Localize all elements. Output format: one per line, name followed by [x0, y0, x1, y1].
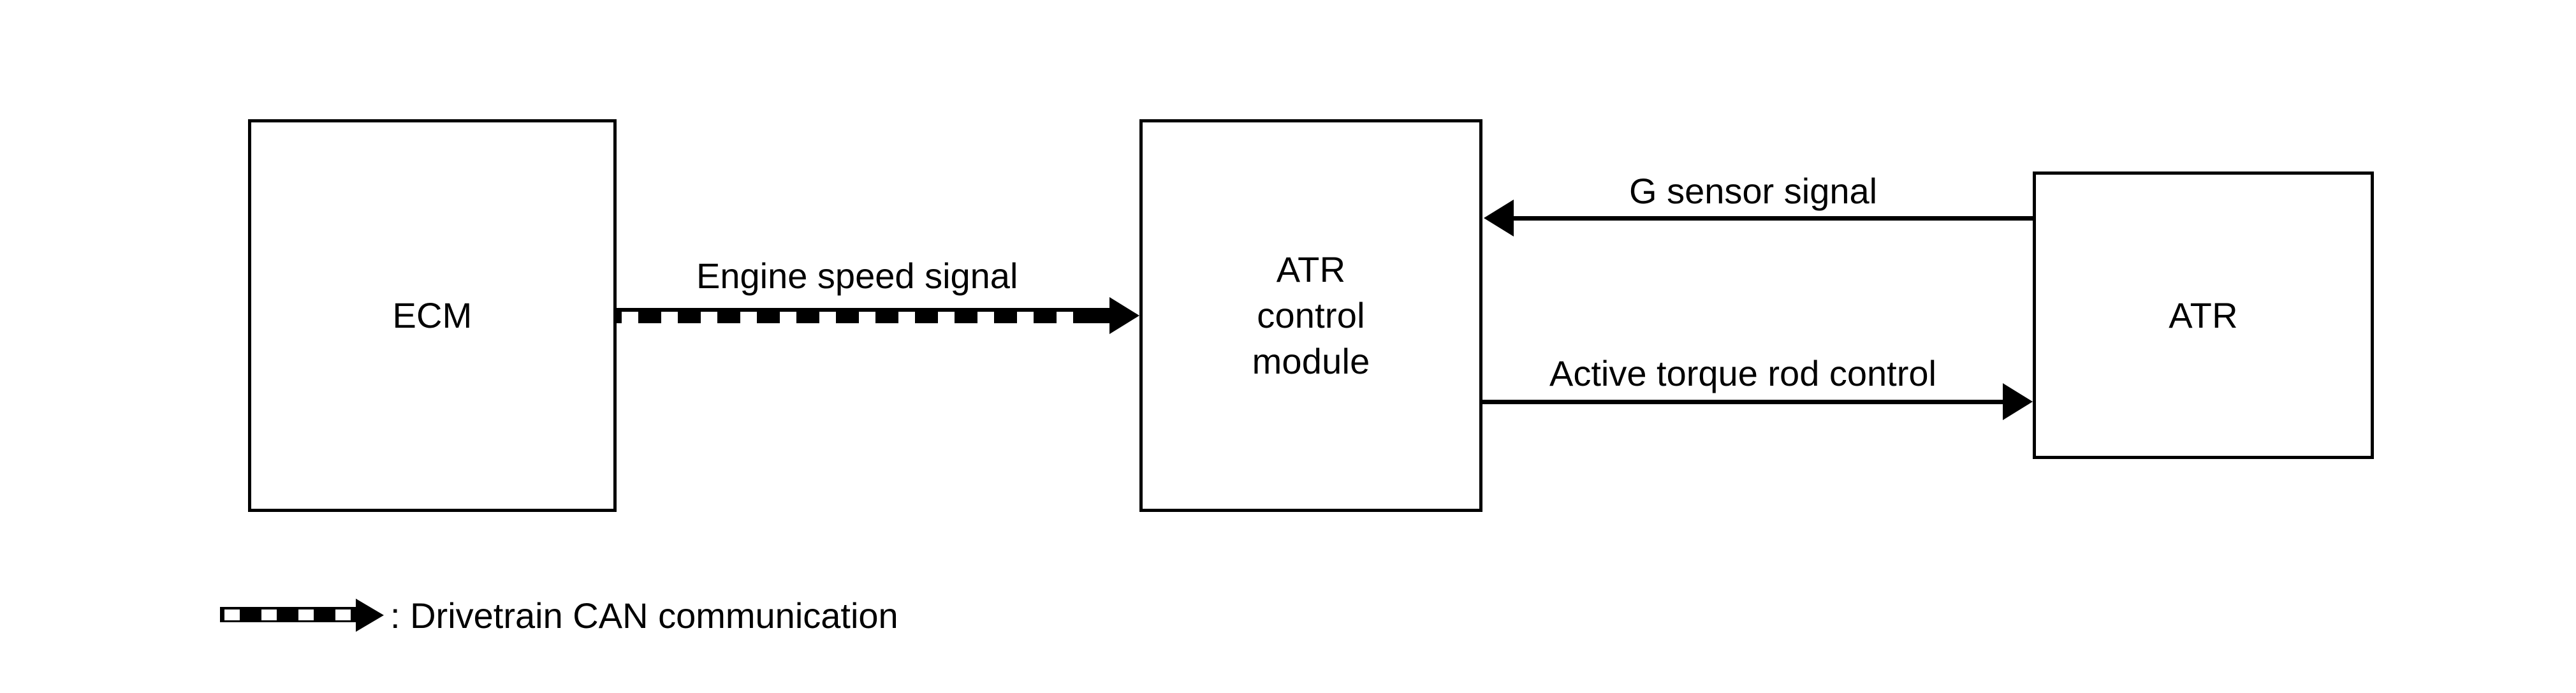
node-atr[interactable]: ATR — [2033, 171, 2374, 459]
can-arrow-tick — [977, 312, 994, 323]
can-arrow-tick — [819, 312, 836, 323]
node-ecm[interactable]: ECM — [248, 119, 617, 512]
active-torque-rod-control-line — [1482, 400, 2003, 404]
legend-can-arrow-head — [356, 599, 384, 632]
legend-can-arrow-bar — [220, 607, 357, 622]
legend-can-arrow-tick — [261, 609, 277, 620]
node-ecm-label: ECM — [392, 295, 472, 336]
legend-can-arrow-tick — [335, 609, 351, 620]
can-arrow-head — [1109, 297, 1139, 334]
can-arrow-tick — [938, 312, 955, 323]
can-arrow-tick — [859, 312, 875, 323]
can-arrow-tick — [780, 312, 796, 323]
can-arrow-tick — [898, 312, 915, 323]
can-arrow-tick — [1017, 312, 1034, 323]
active-torque-rod-control-arrow-head — [2003, 383, 2033, 420]
edge-g-sensor-signal-label: G sensor signal — [1629, 171, 1878, 211]
node-atr-control-module[interactable]: ATR control module — [1139, 119, 1482, 512]
g-sensor-signal-arrow-head — [1484, 200, 1514, 237]
edge-engine-speed-signal-label: Engine speed signal — [696, 256, 1018, 296]
node-atr-label: ATR — [2169, 295, 2238, 335]
edge-active-torque-rod-control-label: Active torque rod control — [1549, 353, 1936, 393]
g-sensor-signal-line — [1514, 216, 2033, 221]
legend-drivetrain-can-communication-label: : Drivetrain CAN communication — [390, 595, 898, 636]
can-arrow-tick — [1057, 312, 1073, 323]
can-arrow-tick — [622, 312, 638, 323]
node-atr-control-module-label: ATR control module — [1252, 249, 1370, 381]
can-arrow-tick — [661, 312, 678, 323]
legend-can-arrow-tick — [224, 609, 240, 620]
legend-can-arrow-tick — [298, 609, 314, 620]
can-arrow-tick — [701, 312, 717, 323]
can-arrow-tick — [740, 312, 757, 323]
